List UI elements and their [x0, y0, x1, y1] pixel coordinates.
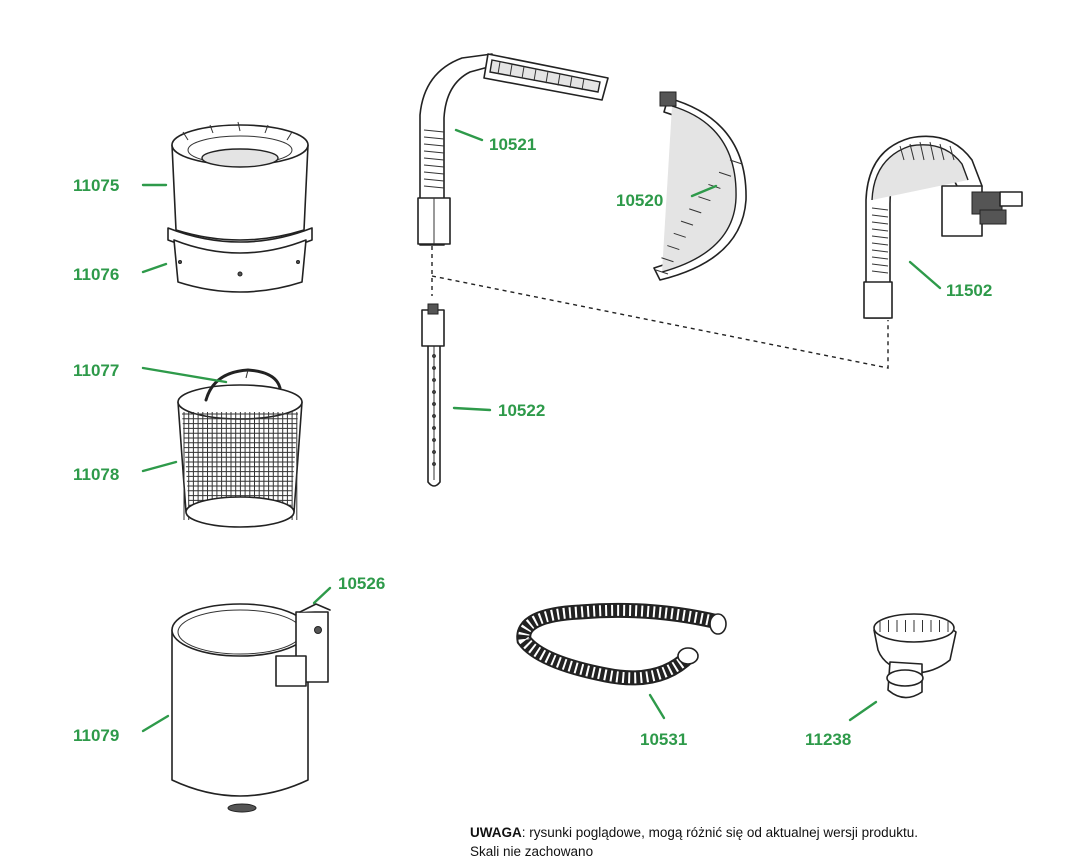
drawing-detail-line: [729, 159, 743, 165]
drawing-detail-line: [581, 78, 585, 91]
drawing-detail-dot: [432, 402, 436, 406]
container-drawing: [171, 603, 331, 813]
drawing-detail-line: [423, 164, 445, 168]
leader-11076: [141, 262, 168, 274]
mesh-basket-drawing: [177, 368, 303, 528]
drawing-detail-line: [871, 214, 889, 218]
drawing-detail-line: [557, 73, 561, 86]
curved-strap-10520-drawing: [653, 91, 747, 281]
assembly-guide-line: [431, 275, 889, 369]
drawing-detail-dot: [432, 366, 436, 370]
drawing-detail-line: [871, 263, 889, 267]
drawing-detail-line: [423, 129, 445, 133]
drawing-detail-line: [871, 242, 889, 246]
leader-11077: [141, 366, 228, 384]
leader-10526: [312, 586, 332, 605]
part-number-10520: 10520: [616, 191, 663, 210]
drawing-detail-line: [871, 207, 889, 211]
leader-11502: [908, 260, 942, 290]
part-number-10531: 10531: [640, 730, 687, 749]
part-number-11238: 11238: [805, 730, 851, 749]
drawing-detail-line: [929, 141, 935, 161]
drawing-detail-line: [909, 143, 915, 161]
drawing-detail-line: [667, 245, 680, 251]
cap-11238-drawing: [873, 613, 957, 699]
disclaimer-note: UWAGA: rysunki poglądowe, mogą różnić si…: [470, 823, 1050, 861]
disclaimer-line-2: Skali nie zachowano: [470, 844, 594, 859]
tube-10522-drawing: [421, 303, 445, 487]
drawing-detail-line: [423, 185, 445, 189]
part-number-11077: 11077: [73, 361, 119, 380]
part-number-11078: 11078: [73, 465, 119, 484]
drawing-detail-line: [919, 141, 925, 161]
drawing-detail-line: [718, 171, 732, 177]
drawing-detail-line: [689, 208, 702, 214]
part-number-11075: 11075: [73, 176, 119, 195]
drawing-detail-line: [698, 196, 711, 202]
drawing-detail-line: [521, 66, 525, 79]
drawing-detail-line: [871, 221, 889, 225]
drawing-detail-line: [871, 228, 889, 232]
intake-cylinder-drawing: [167, 121, 313, 293]
drawing-detail-dot: [432, 426, 436, 430]
drawing-detail-line: [661, 257, 674, 263]
drawing-detail-line: [871, 249, 889, 253]
note-label: UWAGA: [470, 825, 522, 840]
drawing-detail-line: [871, 256, 889, 260]
part-number-10522: 10522: [498, 401, 545, 420]
drawing-detail-line: [939, 143, 945, 161]
part-number-11502: 11502: [946, 281, 992, 300]
drawing-detail-line: [899, 145, 905, 161]
drawing-detail-line: [423, 157, 445, 161]
note-text: : rysunki poglądowe, mogą różnić się od …: [521, 825, 918, 840]
drawing-detail-line: [949, 145, 955, 161]
drawing-detail-line: [509, 64, 513, 77]
leader-10521: [454, 128, 484, 142]
leader-10531: [648, 693, 666, 720]
siphon-arm-10521-drawing: [417, 53, 609, 246]
drawing-detail-line: [655, 269, 669, 275]
drawing-detail-line: [545, 71, 549, 84]
part-number-11079: 11079: [73, 726, 119, 745]
drawing-detail-dot: [432, 354, 436, 358]
drawing-detail-dot: [432, 438, 436, 442]
part-number-10526: 10526: [338, 574, 385, 593]
drawing-detail-line: [423, 178, 445, 182]
leader-10520: [690, 184, 718, 198]
leader-11079: [141, 714, 170, 733]
drawing-detail-line: [533, 68, 537, 81]
leader-11078: [141, 460, 178, 473]
drawing-detail-dot: [432, 414, 436, 418]
drawing-detail-line: [871, 235, 889, 239]
drawing-detail-dot: [432, 378, 436, 382]
drawing-detail-line: [569, 75, 573, 88]
drawing-detail-dot: [432, 390, 436, 394]
drawing-detail-line: [871, 270, 889, 274]
drawing-detail-line: [423, 136, 445, 140]
drawing-detail-line: [423, 143, 445, 147]
part-number-11076: 11076: [73, 265, 119, 284]
outlet-arm-11502-drawing: [863, 135, 1023, 319]
part-number-10521: 10521: [489, 135, 536, 154]
drawing-detail-line: [673, 232, 686, 238]
hose-10531-drawing: [516, 602, 727, 686]
drawing-detail-dot: [432, 450, 436, 454]
drawing-detail-line: [497, 61, 501, 75]
drawing-detail-line: [423, 150, 445, 154]
leader-11238: [848, 700, 878, 722]
drawing-detail-line: [423, 171, 445, 175]
disclaimer-line-1: UWAGA: rysunki poglądowe, mogą różnić si…: [470, 823, 1050, 842]
drawing-detail-line: [680, 220, 694, 226]
drawing-detail-dot: [432, 462, 436, 466]
leader-10522: [452, 406, 492, 412]
